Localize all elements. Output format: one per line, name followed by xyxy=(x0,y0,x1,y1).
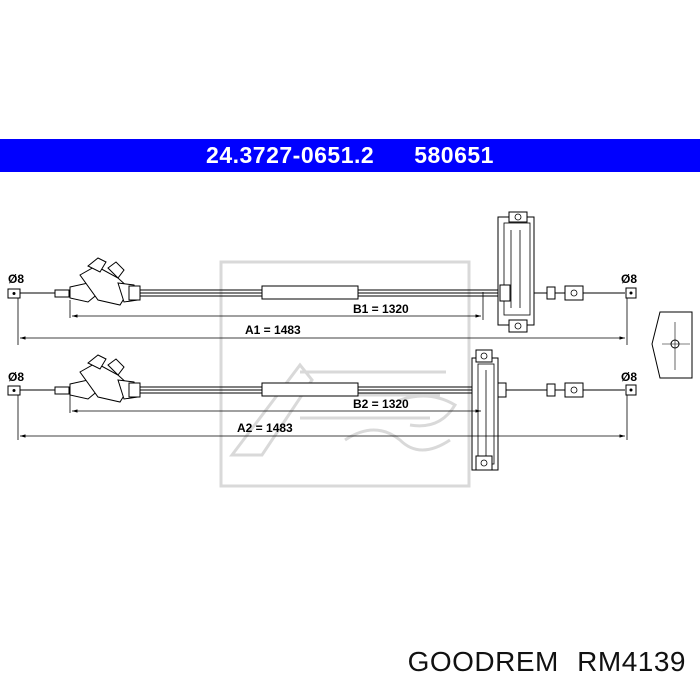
part-number: 24.3727-0651.2 xyxy=(206,142,375,168)
reference-number: 580651 xyxy=(414,142,494,168)
upper-right-diameter-label: Ø8 xyxy=(621,272,637,286)
upper-inner-dimension-label: B1 = 1320 xyxy=(353,302,409,316)
cable-lower: Ø8 Ø8 B2 = 1320 A2 = 1483 xyxy=(7,349,637,471)
model-number: RM4139 xyxy=(577,646,686,677)
upper-total-dimension-label: A1 = 1483 xyxy=(245,323,301,337)
lower-right-diameter-label: Ø8 xyxy=(621,370,637,384)
upper-left-diameter-label: Ø8 xyxy=(8,272,24,286)
footer-caption: GOODREM RM4139 xyxy=(408,646,686,678)
brand-name: GOODREM xyxy=(407,646,559,677)
lower-total-dimension-label: A2 = 1483 xyxy=(237,421,293,435)
cable-upper: Ø8 Ø8 B1 = 1320 A1 = 1483 xyxy=(7,211,637,345)
bracket-detail xyxy=(651,311,693,379)
header-bar: 24.3727-0651.2 580651 xyxy=(0,139,700,172)
lower-left-diameter-label: Ø8 xyxy=(8,370,24,384)
lower-inner-dimension-label: B2 = 1320 xyxy=(353,397,409,411)
